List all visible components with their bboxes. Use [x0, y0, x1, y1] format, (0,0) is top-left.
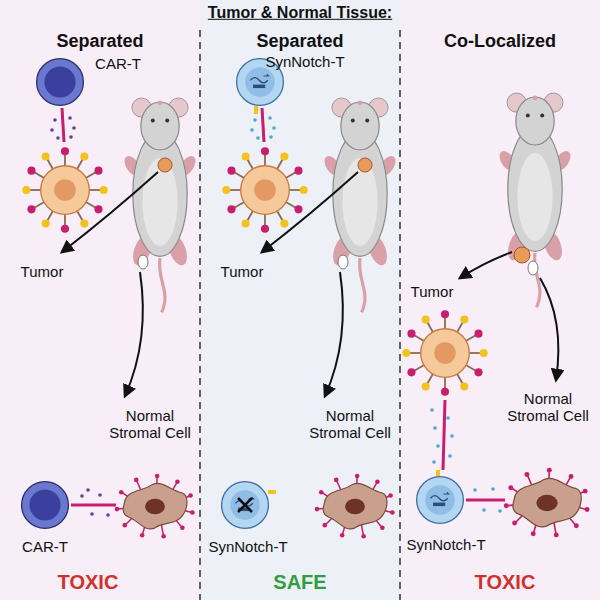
synnotch-t-cell — [417, 477, 464, 524]
panel-two — [222, 59, 399, 539]
illustration-part — [272, 126, 276, 130]
cell-label: SynNotch-T — [265, 53, 344, 70]
cell-label: Normal Stromal Cell — [102, 407, 198, 442]
panel-heading: Separated — [56, 31, 143, 52]
outcome-label: SAFE — [273, 571, 326, 594]
cell-label: SynNotch-T — [208, 538, 287, 555]
cell-label: CAR-T — [22, 538, 68, 555]
illustration-part — [482, 508, 486, 512]
receptor — [443, 400, 445, 470]
cell-label: CAR-T — [95, 55, 141, 72]
illustration-part — [106, 513, 110, 517]
panel-ground — [0, 0, 200, 600]
divider-line — [399, 30, 401, 600]
illustration-part — [269, 135, 273, 139]
illustration-part — [50, 128, 54, 132]
synnotch-t-cell — [222, 482, 269, 529]
panel-heading: Co-Localized — [444, 31, 556, 52]
panel-three — [402, 93, 589, 537]
tumor-site — [514, 247, 530, 263]
receptor — [62, 108, 64, 142]
illustration-part — [86, 488, 90, 492]
illustration-part — [238, 498, 252, 512]
tumor-site — [158, 158, 172, 172]
cell-label: Tumor — [411, 283, 454, 300]
illustration-part — [448, 454, 452, 458]
illustration-part — [430, 408, 434, 412]
illustration-part — [98, 493, 102, 497]
panel-one — [22, 59, 199, 539]
stromal-cell — [504, 468, 590, 537]
cell-label: SynNotch-T — [406, 536, 485, 553]
stromal-cell — [315, 474, 395, 539]
tumor-cell — [222, 147, 308, 233]
receptor — [71, 504, 116, 507]
stromal-site — [338, 255, 348, 269]
panel-heading: Separated — [256, 31, 343, 52]
car-t-cell — [22, 482, 69, 529]
receptor — [466, 499, 505, 502]
cytokine-dots — [473, 487, 502, 513]
pointer-arrow — [540, 278, 558, 380]
illustration-part — [238, 498, 252, 512]
stromal-site — [528, 261, 538, 275]
illustration-part — [68, 116, 72, 120]
illustration-part — [250, 128, 254, 132]
illustration-part — [69, 135, 73, 139]
illustration-part — [256, 136, 260, 140]
synnotch-receptor — [268, 490, 276, 494]
tumor-site — [358, 158, 372, 172]
tumor-cell — [22, 147, 108, 233]
receptor — [262, 108, 264, 142]
illustration-part — [90, 512, 94, 516]
illustration-part — [53, 118, 57, 122]
cell-label: Tumor — [221, 263, 264, 280]
pointer-arrow — [460, 252, 512, 278]
pointer-arrow — [325, 272, 343, 396]
cytokine-dots — [50, 116, 76, 140]
illustration-part — [473, 488, 477, 492]
panel-ground — [200, 0, 400, 600]
panel-ground — [400, 0, 600, 600]
illustration-part — [253, 118, 257, 122]
illustration-part — [268, 116, 272, 120]
figure-title: Tumor & Normal Tissue: — [208, 4, 392, 22]
illustration-part — [80, 494, 84, 498]
outcome-label: TOXIC — [58, 571, 119, 594]
cross-mark — [238, 498, 252, 512]
illustration-part — [498, 509, 502, 513]
illustration-part — [446, 416, 450, 420]
cell-label: Normal Stromal Cell — [302, 407, 398, 442]
illustration-part — [56, 136, 60, 140]
cell-label: Tumor — [21, 263, 64, 280]
synnotch-receptor — [254, 106, 258, 114]
mouse-figure — [321, 98, 399, 312]
illustration-part — [72, 126, 76, 130]
tumor-cell — [402, 310, 488, 396]
illustration-part — [450, 434, 454, 438]
stromal-site — [138, 255, 148, 269]
mouse-figure — [496, 93, 574, 307]
illustration-part — [432, 460, 436, 464]
cell-label: Normal Stromal Cell — [500, 390, 596, 425]
mouse-figure — [121, 98, 199, 312]
illustration-part — [433, 426, 437, 430]
cytokine-dots — [250, 116, 276, 140]
illustration-part — [436, 444, 440, 448]
illustration-part — [491, 487, 495, 491]
stromal-cell — [115, 474, 195, 539]
outcome-label: TOXIC — [475, 571, 536, 594]
car-t-cell — [37, 59, 84, 106]
divider-line — [199, 30, 201, 600]
pointer-arrow — [125, 272, 143, 396]
cytokine-dots — [80, 488, 110, 517]
